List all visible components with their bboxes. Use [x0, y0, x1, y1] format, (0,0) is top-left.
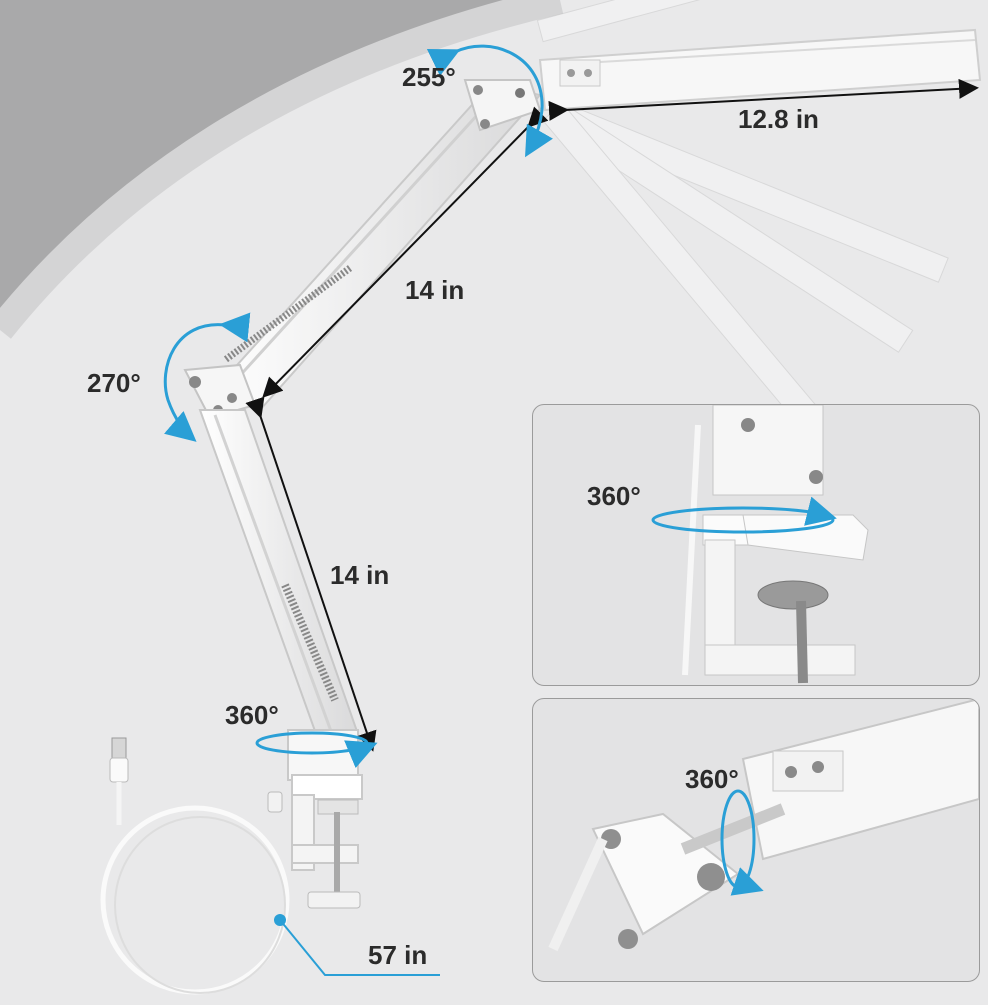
joint-detail-drawing	[548, 699, 979, 952]
head-length-label: 12.8 in	[738, 104, 819, 134]
bg-shadow-dark	[0, 0, 560, 330]
bg-arc	[0, 0, 564, 339]
joint-detail-inset: 360°	[532, 698, 980, 982]
clamp-detail-drawing	[651, 405, 869, 684]
joint-rotation-label: 360°	[685, 764, 739, 794]
lower-arm-length-label: 14 in	[330, 560, 390, 590]
cable-length-label: 57 in	[368, 940, 428, 970]
dimension-lines	[245, 78, 979, 752]
upper-arm-length-label: 14 in	[405, 275, 465, 305]
rotation-arrows	[163, 44, 553, 769]
clamp-detail-inset: 360°	[532, 404, 980, 686]
head-rotation-label: 255°	[402, 62, 456, 92]
base-rotation-label: 360°	[225, 700, 279, 730]
elbow-rotation-label: 270°	[87, 368, 141, 398]
clamp-rotation-label: 360°	[587, 481, 641, 511]
usb-cable	[100, 737, 440, 995]
ghost-heads	[536, 0, 949, 428]
